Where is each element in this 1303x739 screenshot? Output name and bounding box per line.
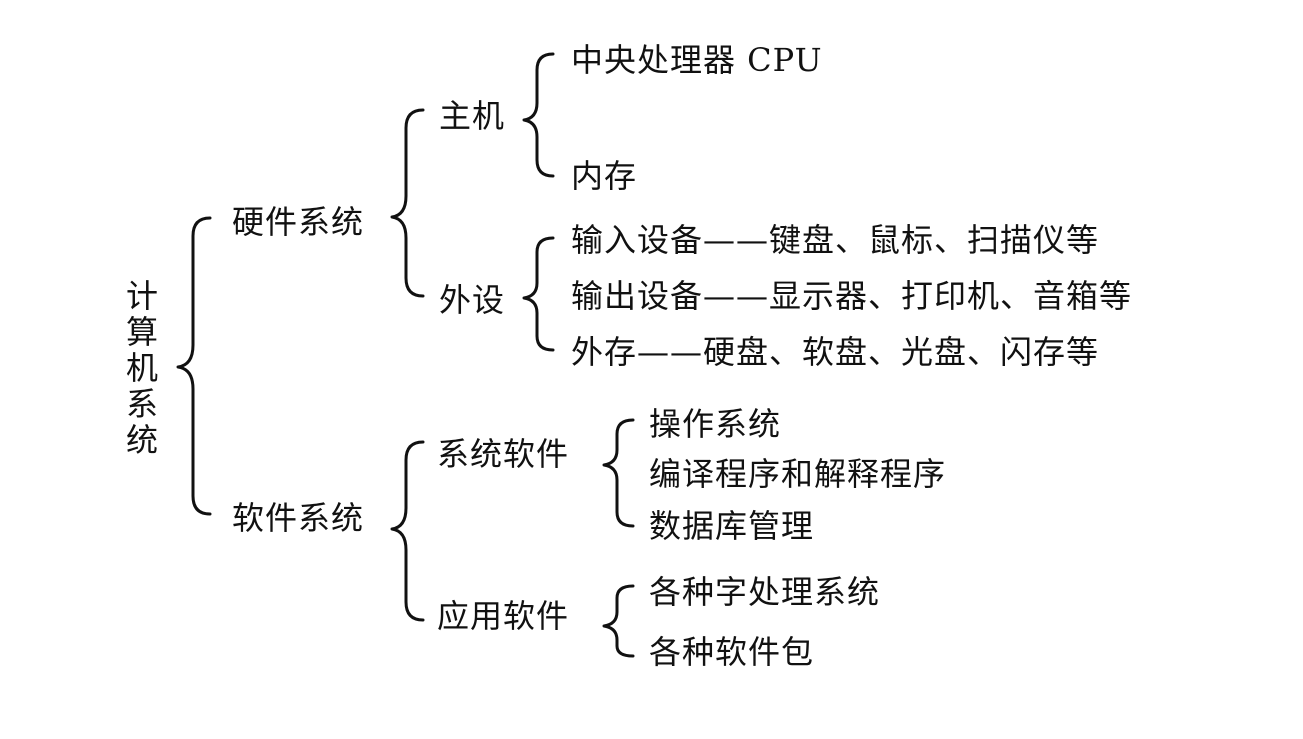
- brace-software: [390, 440, 425, 622]
- peripheral-item: 输入设备——键盘、鼠标、扫描仪等: [571, 221, 1100, 259]
- host-item: 中央处理器 CPU: [571, 41, 823, 79]
- system-software-item: 数据库管理: [649, 507, 815, 545]
- brace-host: [522, 52, 555, 178]
- brace-system-software: [602, 418, 635, 528]
- brace-peripherals: [522, 236, 555, 352]
- application-software-item: 各种软件包: [649, 633, 815, 671]
- peripherals-label: 外设: [439, 281, 506, 319]
- brace-application-software: [602, 584, 635, 658]
- brace-hardware: [390, 108, 425, 298]
- peripheral-item: 输出设备——显示器、打印机、音箱等: [571, 277, 1133, 315]
- system-software-label: 系统软件: [437, 435, 570, 473]
- root-label: 计算机系统: [125, 277, 158, 459]
- system-software-item: 操作系统: [649, 405, 782, 443]
- application-software-label: 应用软件: [437, 597, 570, 635]
- host-item: 内存: [571, 157, 638, 195]
- system-software-item: 编译程序和解释程序: [649, 455, 947, 493]
- software-label: 软件系统: [232, 499, 365, 537]
- hardware-label: 硬件系统: [232, 203, 365, 241]
- brace-root: [176, 216, 212, 516]
- host-label: 主机: [439, 97, 506, 135]
- peripheral-item: 外存——硬盘、软盘、光盘、闪存等: [571, 333, 1100, 371]
- application-software-item: 各种字处理系统: [649, 573, 881, 611]
